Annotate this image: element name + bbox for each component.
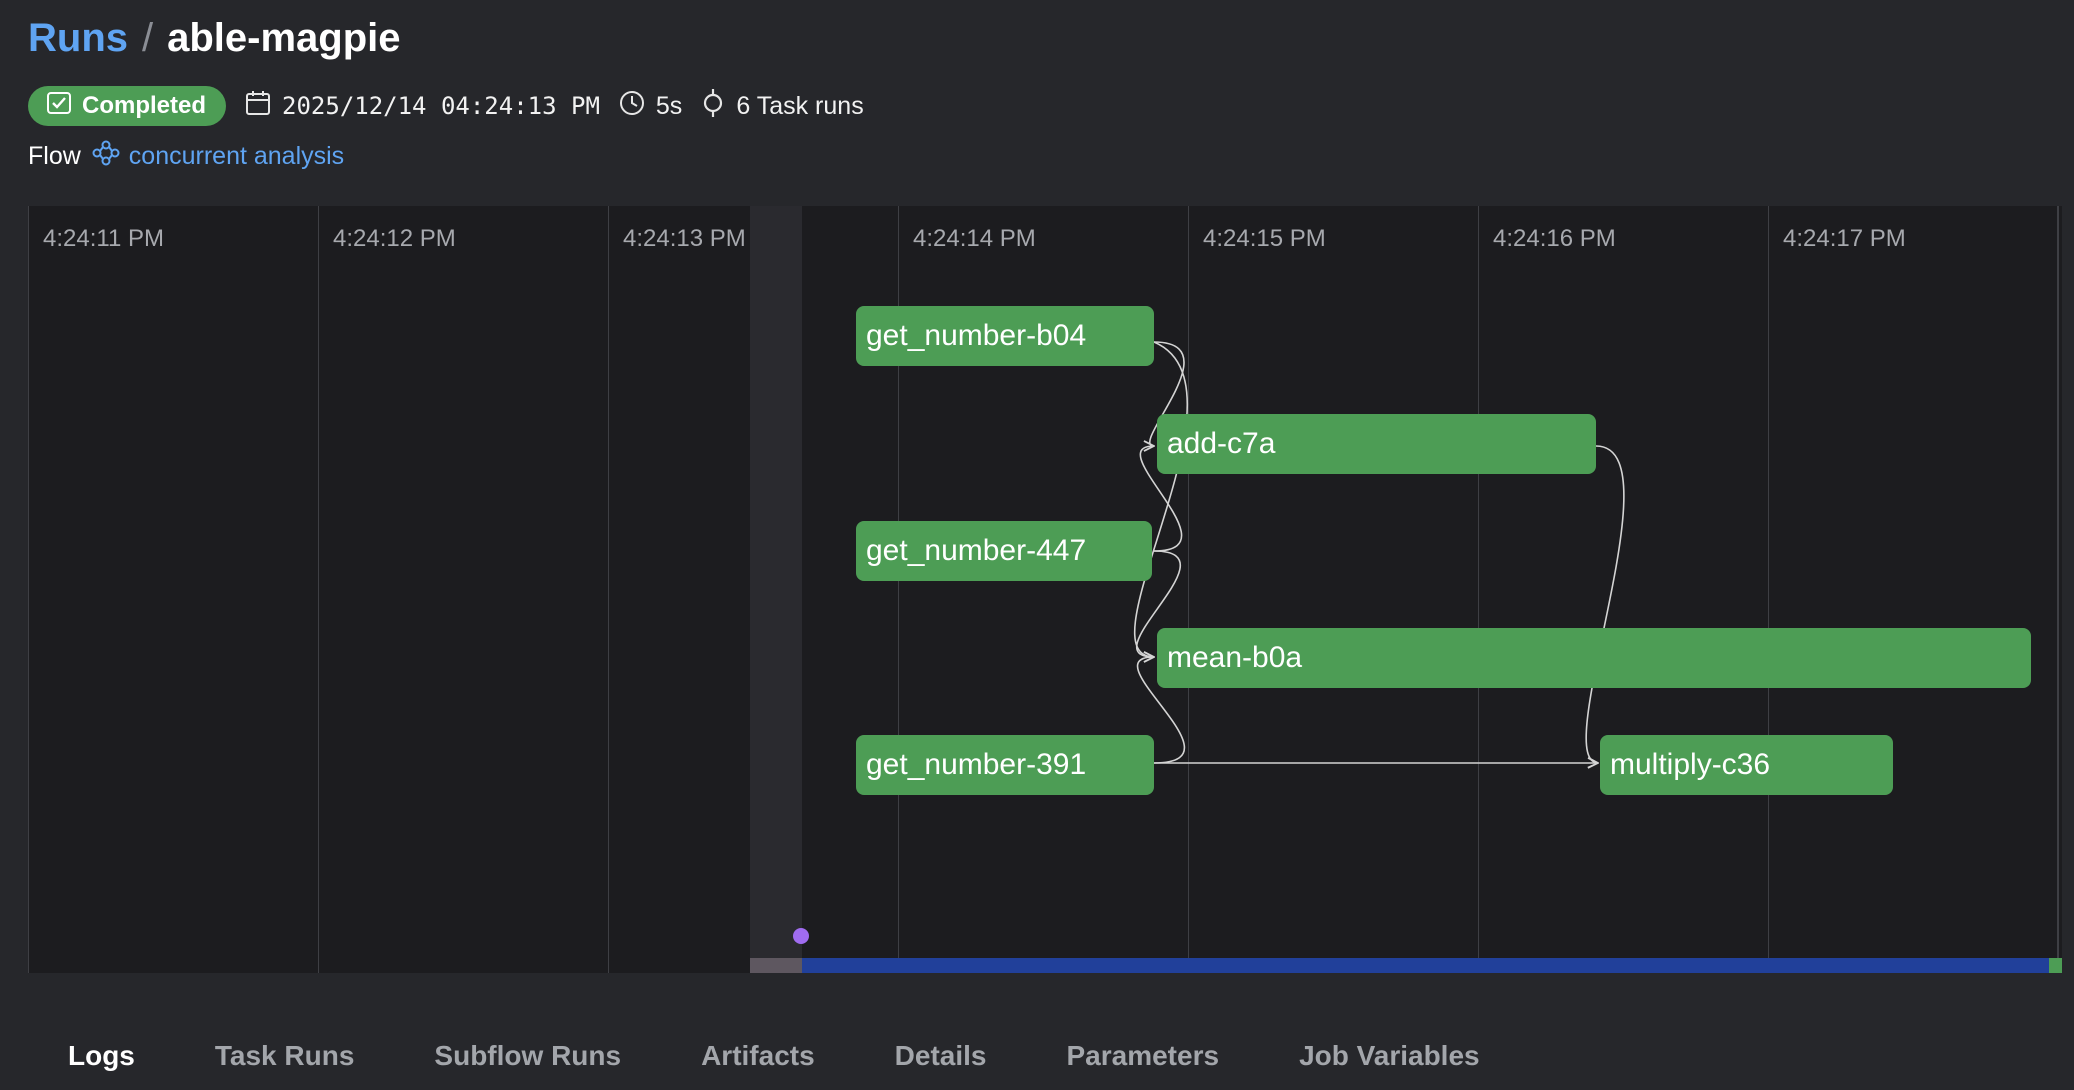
run-start-marker [793, 928, 809, 944]
flow-row: Flow concurrent analysis [28, 140, 344, 173]
clock-icon [618, 89, 646, 124]
timeline-right-edge [2057, 206, 2059, 958]
time-tick: 4:24:13 PM [623, 225, 746, 252]
gridline [28, 206, 29, 973]
flow-name: concurrent analysis [128, 142, 345, 170]
gridline [1478, 206, 1479, 973]
tab-job-variables[interactable]: Job Variables [1299, 1040, 1480, 1071]
flow-label: Flow [28, 142, 81, 170]
tab-task-runs[interactable]: Task Runs [214, 1040, 355, 1071]
time-tick: 4:24:11 PM [43, 225, 164, 252]
breadcrumb-separator: / [142, 16, 154, 60]
task-node-get-number-391[interactable]: get_number-391 [856, 735, 1154, 795]
tab-logs[interactable]: Logs [68, 1040, 135, 1071]
edge-add-multiply [1585, 445, 1625, 763]
status-label: Completed [82, 92, 207, 119]
task-node-get-number-b04[interactable]: get_number-b04 [856, 306, 1154, 366]
page-title: able-magpie [167, 16, 401, 60]
time-tick: 4:24:16 PM [1493, 225, 1616, 252]
timeline-run-start-shade [750, 206, 802, 973]
time-tick: 4:24:12 PM [333, 225, 456, 252]
task-node-get-number-447[interactable]: get_number-447 [856, 521, 1152, 581]
tab-artifacts[interactable]: Artifacts [701, 1040, 815, 1071]
edge-b04-mean [1133, 341, 1188, 657]
tab-parameters[interactable]: Parameters [1066, 1040, 1220, 1071]
task-node-add-c7a[interactable]: add-c7a [1157, 414, 1596, 474]
gridline [608, 206, 609, 973]
tab-details[interactable]: Details [894, 1040, 987, 1071]
check-square-icon [46, 91, 72, 122]
task-runs-value: 6 Task runs [736, 91, 864, 120]
time-tick: 4:24:17 PM [1783, 225, 1906, 252]
task-run-icon [700, 88, 726, 125]
flow-link[interactable]: concurrent analysis [91, 140, 344, 173]
breadcrumb: Runs / able-magpie [28, 16, 401, 61]
time-tick: 4:24:15 PM [1203, 225, 1326, 252]
duration: 5s [618, 89, 682, 124]
run-meta-row: Completed 2025/12/14 04:24:13 PM 5s 6 Ta… [28, 85, 864, 127]
tab-bar: Logs Task Runs Subflow Runs Artifacts De… [68, 1040, 1560, 1072]
task-runs-count: 6 Task runs [700, 88, 864, 125]
gridline [1768, 206, 1769, 973]
timeline-graph[interactable]: 4:24:11 PM 4:24:12 PM 4:24:13 PM 4:24:14… [28, 206, 2062, 973]
gridline [1188, 206, 1189, 973]
start-time-value: 2025/12/14 04:24:13 PM [282, 92, 600, 120]
start-time: 2025/12/14 04:24:13 PM [244, 89, 600, 124]
time-tick: 4:24:14 PM [913, 225, 1036, 252]
task-node-multiply-c36[interactable]: multiply-c36 [1600, 735, 1893, 795]
timeline-progress-complete [2049, 958, 2062, 973]
breadcrumb-runs-link[interactable]: Runs [28, 16, 128, 60]
gridline [898, 206, 899, 973]
gridline [318, 206, 319, 973]
duration-value: 5s [655, 91, 683, 120]
flow-icon [91, 140, 121, 173]
status-badge: Completed [28, 86, 227, 126]
calendar-icon [244, 89, 272, 124]
timeline-progress-pending [750, 958, 802, 973]
tab-subflow-runs[interactable]: Subflow Runs [434, 1040, 622, 1071]
task-node-mean-b0a[interactable]: mean-b0a [1157, 628, 2031, 688]
timeline-progress-bar [802, 958, 2049, 973]
